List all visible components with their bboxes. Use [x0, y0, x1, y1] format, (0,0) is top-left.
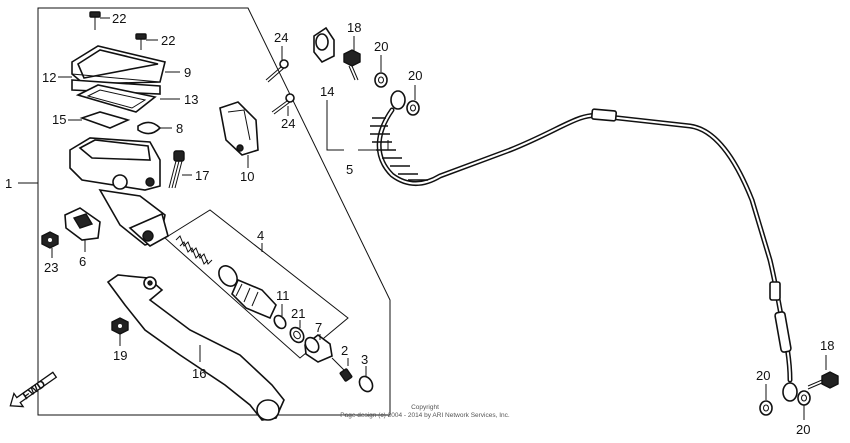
callout-9: 9 — [184, 65, 191, 80]
callout-16: 16 — [192, 366, 206, 381]
callout-18-upper: 18 — [347, 20, 361, 35]
group-1-outline — [37, 7, 391, 416]
callout-20-a: 20 — [374, 39, 388, 54]
callout-5: 5 — [346, 162, 353, 177]
copyright-line-2: Page design (c) 2004 - 2014 by ARI Netwo… — [340, 412, 510, 419]
washer-20-b — [406, 100, 420, 116]
callout-21: 21 — [291, 306, 305, 321]
clamp-8 — [137, 121, 162, 135]
callout-11: 11 — [276, 288, 290, 303]
callout-17: 17 — [195, 168, 209, 183]
brake-switch-6 — [64, 207, 101, 241]
callout-3: 3 — [361, 352, 368, 367]
callout-12: 12 — [42, 70, 56, 85]
copyright-notice: Copyright Page design (c) 2004 - 2014 by… — [300, 404, 550, 420]
callout-1: 1 — [5, 176, 12, 191]
callout-7: 7 — [315, 320, 322, 335]
piston — [231, 278, 277, 320]
callout-13: 13 — [184, 92, 198, 107]
callout-18-lower: 18 — [820, 338, 834, 353]
pushrod-2 — [331, 357, 353, 382]
washer-20-d — [797, 390, 811, 406]
callout-24-b: 24 — [281, 116, 295, 131]
callout-20-b: 20 — [408, 68, 422, 83]
bolt-17 — [168, 150, 185, 189]
holder-10 — [219, 101, 259, 156]
callout-6: 6 — [79, 254, 86, 269]
callout-22-a: 22 — [112, 11, 126, 26]
callout-15: 15 — [52, 112, 66, 127]
callout-4: 4 — [257, 228, 264, 243]
bolt-18-lower — [807, 371, 839, 390]
diaphragm — [75, 84, 157, 113]
callout-2: 2 — [341, 343, 348, 358]
banjo-14 — [313, 26, 335, 64]
washer-20-a — [374, 72, 388, 88]
lever-16 — [106, 274, 285, 421]
brake-hose — [370, 90, 798, 402]
callout-23: 23 — [44, 260, 58, 275]
circlip-21 — [289, 326, 305, 344]
callout-14: 14 — [320, 84, 334, 99]
callout-24-a: 24 — [274, 30, 288, 45]
washer-11 — [273, 314, 287, 330]
reservoir-cap — [71, 45, 166, 85]
callout-22-b: 22 — [161, 33, 175, 48]
group-4-outline — [164, 209, 349, 359]
cap-3 — [358, 375, 374, 393]
callout-20-d: 20 — [796, 422, 810, 437]
boot-7 — [304, 333, 333, 363]
callout-19: 19 — [113, 348, 127, 363]
callout-labels: 1 2 3 4 5 6 7 8 9 10 11 12 13 14 15 16 1… — [5, 11, 834, 437]
nut-19 — [111, 317, 129, 335]
screw-22-top — [89, 11, 101, 30]
bolt-24-upper — [265, 59, 289, 83]
bolt-24-lower — [271, 93, 295, 115]
copyright-line-1: Copyright — [411, 404, 439, 411]
bolt-18-upper — [343, 49, 361, 81]
nut-23 — [41, 231, 59, 249]
fwd-arrow-icon: FWD — [9, 371, 58, 408]
callout-10: 10 — [240, 169, 254, 184]
callout-20-c: 20 — [756, 368, 770, 383]
washer-20-c — [759, 400, 773, 416]
callout-8: 8 — [176, 121, 183, 136]
master-cylinder-body — [69, 137, 169, 247]
screw-22-second — [135, 33, 147, 50]
piston-cup — [218, 265, 238, 287]
float-spacer — [79, 111, 131, 129]
piston-spring — [175, 235, 213, 265]
leader-lines — [51, 17, 827, 420]
